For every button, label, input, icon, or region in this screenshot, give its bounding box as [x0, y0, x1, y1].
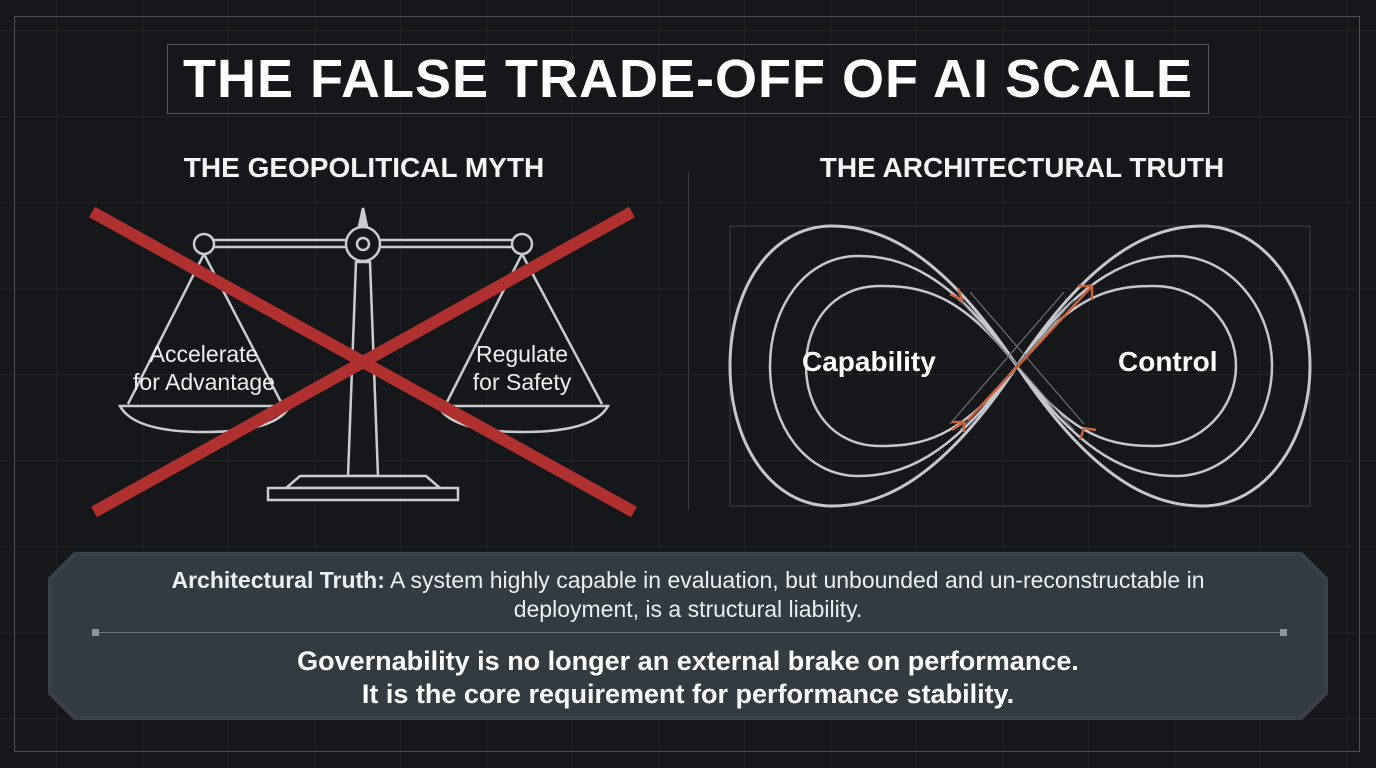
conclusion-text: Governability is no longer an external b…	[110, 645, 1266, 711]
architectural-truth-text: Architectural Truth: A system highly cap…	[150, 566, 1226, 624]
regulate-label: Regulate for Safety	[472, 341, 572, 395]
accelerate-label: Accelerate for Advantage	[133, 341, 275, 395]
flow-arrows-icon	[949, 284, 1097, 441]
separator-line	[96, 632, 1284, 633]
truth-heading: THE ARCHITECTURAL TRUTH	[819, 152, 1225, 183]
red-x-icon	[89, 206, 637, 518]
conclusion-line-1: Governability is no longer an external b…	[297, 646, 1079, 676]
slide-title: THE FALSE TRADE-OFF OF AI SCALE	[183, 49, 1193, 109]
control-label: Control	[1118, 346, 1218, 377]
title-box: THE FALSE TRADE-OFF OF AI SCALE	[167, 44, 1209, 114]
truth-body: A system highly capable in evaluation, b…	[384, 567, 1205, 622]
panel-divider	[688, 172, 689, 510]
conclusion-line-2: It is the core requirement for performan…	[361, 679, 1015, 709]
separator-cap-right	[1280, 629, 1287, 636]
capability-label: Capability	[802, 346, 936, 377]
truth-lead: Architectural Truth:	[171, 567, 385, 593]
myth-heading: THE GEOPOLITICAL MYTH	[183, 152, 545, 183]
separator-cap-left	[92, 629, 99, 636]
conclusion-panel	[52, 556, 1324, 716]
balance-scale-icon	[117, 207, 611, 502]
